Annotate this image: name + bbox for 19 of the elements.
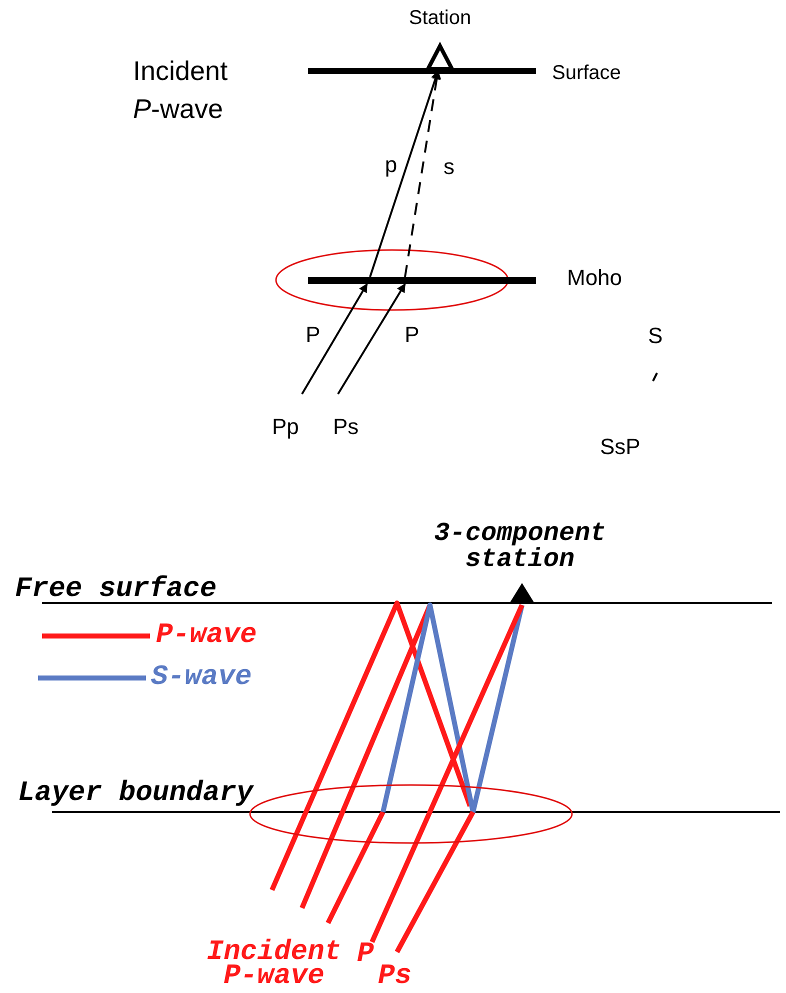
- text-label: Surface: [552, 61, 621, 85]
- boundary-bar: [308, 277, 536, 284]
- legend-label: P-wave: [156, 622, 257, 650]
- ray-arrow: [301, 283, 368, 394]
- boundary-label: Moho: [567, 266, 622, 290]
- text-label: Free surface: [15, 576, 217, 604]
- station-label: Station: [408, 6, 472, 30]
- text-label: Incident P-wave: [133, 55, 229, 126]
- text-label: P: [357, 941, 374, 969]
- text-label: Pp: [272, 414, 299, 440]
- text-label: SsP: [600, 434, 640, 460]
- text-label: Incident P-wave: [206, 941, 342, 989]
- text-label: Ps: [378, 963, 412, 991]
- text-label: Ps: [333, 414, 359, 440]
- legend-label: S-wave: [151, 664, 252, 692]
- text-label: Layer boundary: [18, 780, 254, 808]
- text-label: S: [648, 323, 663, 349]
- ray-arrow: [337, 283, 406, 395]
- station-label: 3-component station: [433, 520, 607, 572]
